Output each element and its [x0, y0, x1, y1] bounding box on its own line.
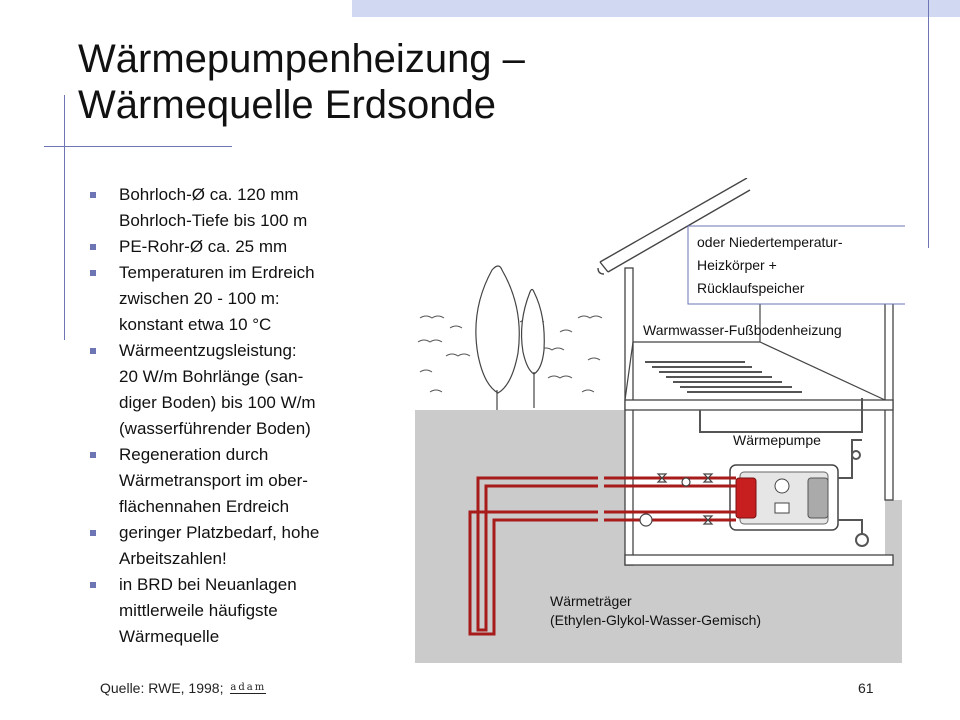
expansion-valve-icon — [774, 502, 790, 514]
bullet-text: Wärmeentzugsleistung: 20 W/m Bohrlänge (… — [119, 341, 316, 438]
callout-line1: oder Niedertemperatur- — [697, 234, 843, 250]
adam-logo: adam — [230, 682, 267, 694]
bullet-marker-icon — [90, 582, 96, 588]
bullet-text: PE-Rohr-Ø ca. 25 mm — [119, 237, 288, 256]
bullet-marker-icon — [90, 530, 96, 536]
tree-icon — [475, 265, 545, 410]
bullet-item: PE-Rohr-Ø ca. 25 mm — [90, 234, 380, 260]
ground-probe-pipes — [468, 476, 598, 636]
bullet-item: Temperaturen im Erdreich zwischen 20 - 1… — [90, 260, 380, 338]
house-piping — [838, 439, 869, 547]
page-number: 61 — [858, 680, 874, 696]
bullet-item: Regeneration durch Wärmetransport im obe… — [90, 442, 380, 520]
bullet-marker-icon — [90, 348, 96, 354]
bullet-item: Wärmeentzugsleistung: 20 W/m Bohrlänge (… — [90, 338, 380, 442]
title-line-1: Wärmepumpenheizung – — [78, 37, 525, 81]
condenser-icon — [807, 477, 829, 519]
carrier-label-line2: (Ethylen-Glykol-Wasser-Gemisch) — [550, 612, 761, 628]
compressor-icon — [774, 478, 790, 494]
bullet-text: geringer Platzbedarf, hohe Arbeitszahlen… — [119, 523, 320, 568]
evaporator-icon — [735, 477, 757, 519]
carrier-label-line1: Wärmeträger — [550, 593, 632, 609]
header-color-band — [352, 0, 960, 17]
frame-line-top-right — [928, 0, 929, 248]
house-roof — [597, 178, 751, 275]
frame-line-horizontal — [44, 146, 232, 147]
bullet-marker-icon — [90, 452, 96, 458]
bullet-text: Regeneration durch Wärmetransport im obe… — [119, 445, 308, 516]
bullet-text: Temperaturen im Erdreich zwischen 20 - 1… — [119, 263, 315, 334]
callout-line2: Heizkörper + — [697, 257, 777, 273]
bullet-marker-icon — [90, 270, 96, 276]
source-citation: Quelle: RWE, 1998; adam — [100, 680, 267, 696]
floor-heating-label: Warmwasser-Fußbodenheizung — [643, 322, 842, 338]
source-text: Quelle: RWE, 1998; — [100, 680, 224, 696]
callout-line3: Rücklaufspeicher — [697, 280, 805, 296]
title-line-2: Wärmequelle Erdsonde — [78, 83, 496, 127]
bullet-item: in BRD bei Neuanlagen mittlerweile häufi… — [90, 572, 380, 650]
bullet-text: in BRD bei Neuanlagen mittlerweile häufi… — [119, 575, 297, 646]
floor-heating-coil — [645, 361, 863, 433]
bullet-text: Bohrloch-Ø ca. 120 mm Bohrloch-Tiefe bis… — [119, 185, 308, 230]
bullet-item: geringer Platzbedarf, hohe Arbeitszahlen… — [90, 520, 380, 572]
frame-line-left — [64, 95, 65, 340]
heat-pump-label: Wärmepumpe — [733, 432, 821, 448]
callout-box — [687, 225, 905, 305]
supply-piping — [604, 476, 736, 522]
ground-area — [415, 410, 902, 663]
slide-title: Wärmepumpenheizung – Wärmequelle Erdsond… — [78, 36, 525, 128]
floor-perspective — [624, 300, 886, 401]
valve-icons — [639, 473, 714, 527]
bullet-list: Bohrloch-Ø ca. 120 mm Bohrloch-Tiefe bis… — [90, 182, 380, 650]
heat-pump-diagram: Warmwasser-Fußbodenheizung Wärmepumpe Wä… — [415, 178, 905, 663]
bullet-item: Bohrloch-Ø ca. 120 mm Bohrloch-Tiefe bis… — [90, 182, 380, 234]
bullet-marker-icon — [90, 244, 96, 250]
bullet-marker-icon — [90, 192, 96, 198]
